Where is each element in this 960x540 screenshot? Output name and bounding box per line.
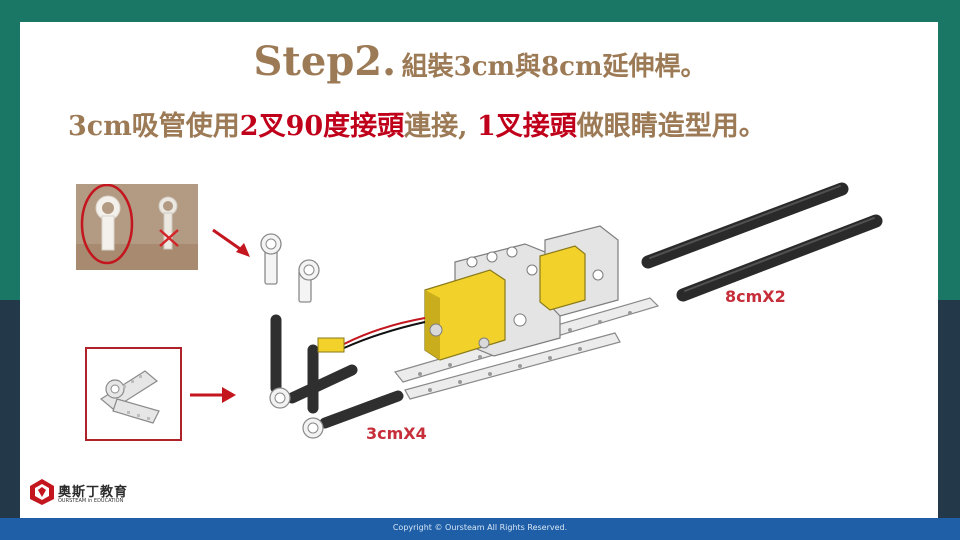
subtitle-part-3: 做眼睛造型用。 — [576, 111, 766, 142]
footer-bar: Copyright © Oursteam All Rights Reserved… — [0, 518, 960, 540]
connector-diagram — [85, 347, 182, 441]
label-3cm-rods: 3cmX4 — [366, 424, 427, 443]
logo-subtitle: OURSTEAM in EDUCATION — [58, 498, 124, 504]
logo-name: 奧斯丁教育 — [58, 485, 129, 500]
subtitle-highlight-2: 1叉接頭 — [476, 111, 577, 142]
subtitle-highlight-1: 2叉90度接頭 — [239, 111, 405, 142]
connector-photo — [76, 184, 198, 270]
arrow-icon — [212, 228, 250, 257]
arrow-icon — [190, 387, 236, 403]
copyright-text: Copyright © Oursteam All Rights Reserved… — [392, 523, 568, 532]
cross-mark-icon — [159, 229, 179, 247]
title-step: Step2. — [253, 38, 397, 85]
subtitle-part-2: 連接, — [404, 111, 477, 142]
subtitle-part-1: 3cm吸管使用 — [68, 111, 240, 142]
logo-icon — [30, 479, 54, 505]
title-text: 組裝3cm與8cm延伸桿。 — [401, 52, 707, 82]
company-logo: 奧斯丁教育 OURSTEAM in EDUCATION — [28, 478, 178, 508]
subtitle: 3cm吸管使用2叉90度接頭連接, 1叉接頭做眼睛造型用。 — [68, 104, 766, 143]
page-title: Step2. 組裝3cm與8cm延伸桿。 — [0, 38, 960, 85]
label-8cm-rods: 8cmX2 — [725, 287, 786, 306]
